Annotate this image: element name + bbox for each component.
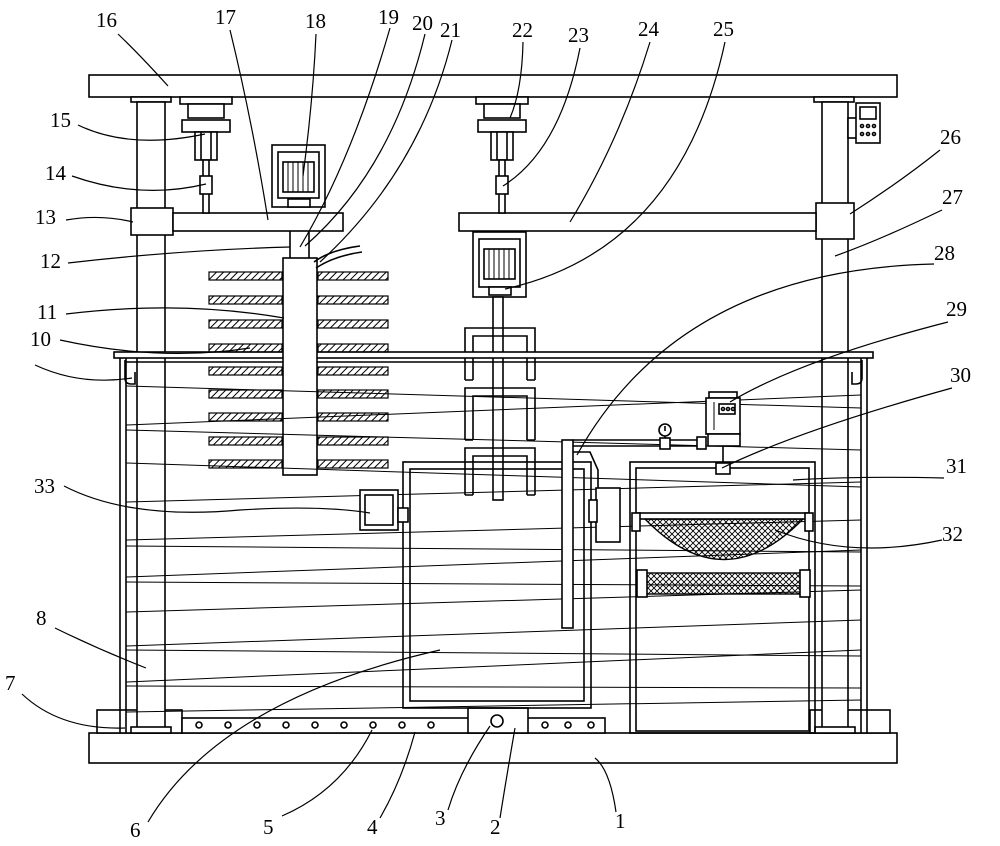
label-19: 19 — [378, 5, 399, 29]
base-plate — [88, 732, 898, 764]
label-29: 29 — [946, 297, 967, 321]
left-collar — [130, 207, 174, 236]
label-25: 25 — [713, 17, 734, 41]
hose-lower — [315, 251, 363, 269]
label-16: 16 — [96, 8, 117, 32]
sensor-box — [359, 489, 409, 531]
label-22: 22 — [512, 18, 533, 42]
right-collar — [815, 202, 855, 240]
label-32: 32 — [942, 522, 963, 546]
filter-tank — [629, 461, 816, 734]
pressure-gauge — [658, 423, 707, 450]
label-18: 18 — [305, 9, 326, 33]
label-12: 12 — [40, 249, 61, 273]
right-column — [813, 96, 856, 734]
middle-cylinder — [475, 96, 529, 214]
enclosure-frame — [113, 351, 874, 733]
left-hook — [124, 360, 136, 385]
filter-cartridge — [636, 569, 811, 598]
label-24: 24 — [638, 17, 660, 41]
label-17: 17 — [215, 5, 236, 29]
label-2: 2 — [490, 815, 501, 839]
label-26: 26 — [940, 125, 961, 149]
fin-plates — [208, 271, 389, 469]
left-cylinder — [179, 96, 233, 214]
label-10: 10 — [30, 327, 51, 351]
label-28: 28 — [934, 241, 955, 265]
control-panel — [847, 102, 881, 144]
label-30: 30 — [950, 363, 971, 387]
hose-upper — [313, 245, 361, 263]
label-7: 7 — [5, 671, 16, 695]
slider-bolt — [490, 714, 504, 728]
pump — [705, 391, 741, 475]
part-labels: 16 17 18 19 20 21 22 23 24 25 26 27 28 2… — [5, 5, 971, 842]
label-6: 6 — [130, 818, 141, 842]
label-3: 3 — [435, 806, 446, 830]
right-hook — [851, 360, 863, 385]
label-4: 4 — [367, 815, 378, 839]
top-plate — [88, 74, 898, 98]
delivery-pipe — [561, 439, 706, 629]
label-11: 11 — [37, 300, 57, 324]
label-20: 20 — [412, 11, 433, 35]
label-1: 1 — [615, 809, 626, 833]
label-27: 27 — [942, 185, 963, 209]
lower-motor — [472, 231, 527, 298]
label-8: 8 — [36, 606, 47, 630]
pump-outlet — [715, 462, 731, 475]
label-23: 23 — [568, 23, 589, 47]
label-31: 31 — [946, 454, 967, 478]
right-crossbeam — [458, 212, 817, 232]
shaft-brackets — [464, 327, 536, 496]
label-15: 15 — [50, 108, 71, 132]
label-13: 13 — [35, 205, 56, 229]
upper-motor — [271, 144, 326, 208]
middle-rod-coupling — [495, 175, 509, 195]
label-14: 14 — [45, 161, 67, 185]
stirring-shaft — [492, 296, 504, 501]
label-33: 33 — [34, 474, 55, 498]
label-5: 5 — [263, 815, 274, 839]
pipe-side-box — [588, 487, 621, 543]
rotating-shaft — [282, 257, 318, 476]
filter-bowl — [631, 512, 814, 561]
left-column — [130, 96, 172, 734]
left-crossbeam — [172, 212, 344, 232]
leader-lines — [21, 27, 953, 823]
label-21: 21 — [440, 18, 461, 42]
mixing-tank — [402, 461, 592, 709]
